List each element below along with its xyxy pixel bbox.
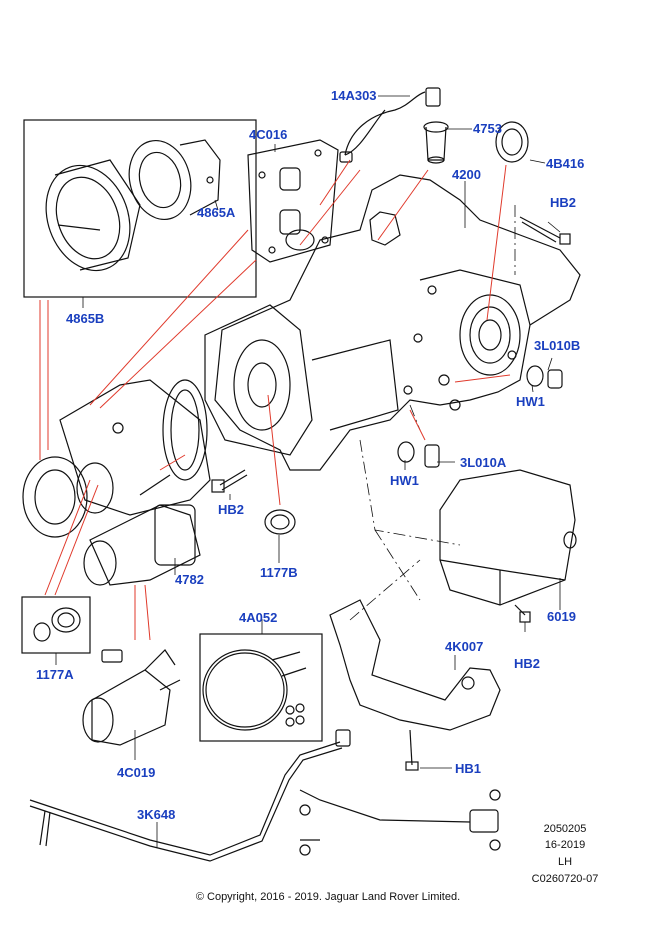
callout-hb1: HB1 xyxy=(455,761,482,776)
callout-4A052: 4A052 xyxy=(239,610,278,625)
callout-4200: 4200 xyxy=(452,167,481,182)
plug-3L010B xyxy=(526,365,563,389)
callout-4C019: 4C019 xyxy=(117,765,156,780)
motor-4782 xyxy=(83,474,201,586)
breather-4753 xyxy=(423,121,449,164)
bolt-hb2-left xyxy=(211,469,248,493)
callout-4753: 4753 xyxy=(473,121,502,136)
callout-hw1-mid: HW1 xyxy=(390,473,419,488)
leader-lines-red xyxy=(39,159,511,641)
motor-assembly-left xyxy=(22,379,211,538)
callout-hb2-bottom: HB2 xyxy=(514,656,541,671)
inset-box-4865 xyxy=(23,119,257,298)
reference-line-4: C0260720-07 xyxy=(531,873,599,885)
callout-4B416: 4B416 xyxy=(546,156,585,171)
bolt-hb2-top xyxy=(519,216,571,245)
callout-4K007: 4K007 xyxy=(445,639,484,654)
callout-14A303: 14A303 xyxy=(331,88,377,103)
callout-3L010A: 3L010A xyxy=(460,455,507,470)
module-6019 xyxy=(439,469,577,623)
callout-6019: 6019 xyxy=(547,609,576,624)
seal-4B416 xyxy=(495,121,529,163)
seal-1177B xyxy=(264,509,296,535)
callout-4865B: 4865B xyxy=(66,311,105,326)
plug-3L010A xyxy=(397,441,440,468)
inset-box-1177A xyxy=(21,596,91,654)
callout-hb2-left: HB2 xyxy=(218,502,245,517)
hose-3K648 xyxy=(29,729,501,862)
callout-3L010B: 3L010B xyxy=(534,338,581,353)
callout-1177A: 1177A xyxy=(36,667,74,682)
callout-hb2-top: HB2 xyxy=(550,195,577,210)
callout-3K648: 3K648 xyxy=(137,807,176,822)
reference-line-1: 2050205 xyxy=(543,823,587,835)
inset-box-4A052 xyxy=(199,633,323,742)
harness-14A303 xyxy=(339,87,441,163)
callout-4C016: 4C016 xyxy=(249,127,288,142)
solenoid-plate-4C016 xyxy=(247,139,339,263)
alignment-lines xyxy=(349,205,516,621)
callout-4865A: 4865A xyxy=(197,205,236,220)
reference-line-2: 16-2019 xyxy=(544,839,586,851)
reference-line-3: LH xyxy=(557,856,573,868)
callout-1177B: 1177B xyxy=(260,565,298,580)
copyright-notice: © Copyright, 2016 - 2019. Jaguar Land Ro… xyxy=(195,891,461,903)
callout-hw1-right: HW1 xyxy=(516,394,545,409)
motor-4C019 xyxy=(82,649,181,746)
leader-lines-black xyxy=(55,95,561,848)
bracket-4K007 xyxy=(329,599,501,771)
callout-4782: 4782 xyxy=(175,572,204,587)
